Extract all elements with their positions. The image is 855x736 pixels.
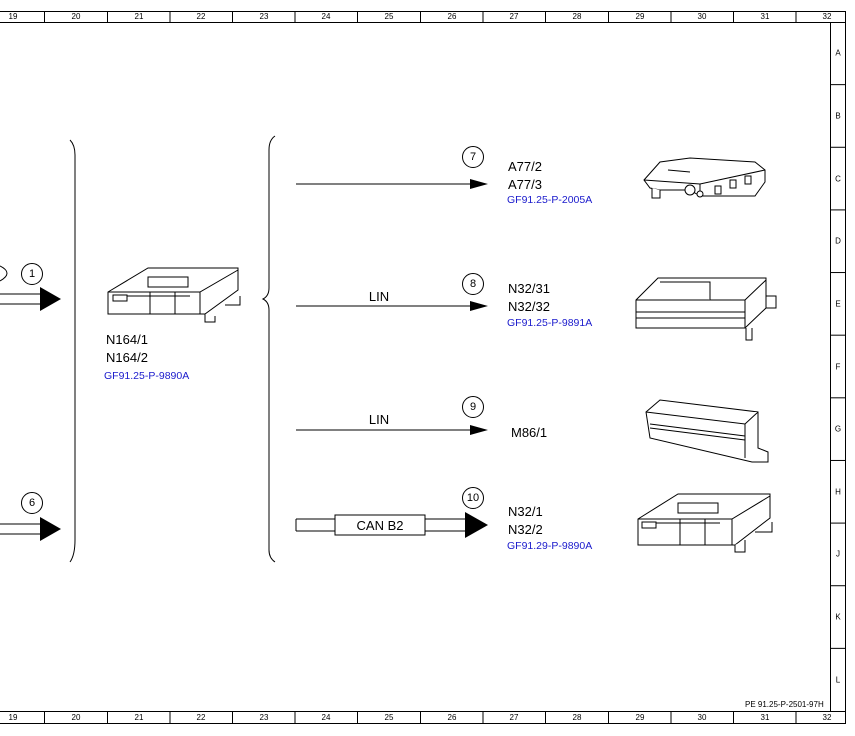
- output-wire-8: [296, 301, 488, 311]
- column-label-bottom: 30: [697, 713, 707, 722]
- column-label-top: 19: [8, 12, 18, 21]
- row-label: E: [835, 299, 841, 309]
- column-label-bottom: 26: [447, 713, 457, 722]
- source-module-code-1: N164/1: [106, 332, 148, 347]
- row-label: G: [834, 424, 842, 434]
- source-module-ref-link[interactable]: GF91.25-P-9890A: [104, 370, 190, 382]
- input-marker-6[interactable]: 6: [21, 492, 43, 514]
- column-label-top: 27: [509, 12, 519, 21]
- output-10-code-1: N32/1: [508, 504, 543, 519]
- column-label-top: 31: [760, 12, 770, 21]
- output-8-code-1: N32/31: [508, 281, 550, 296]
- column-label-bottom: 23: [259, 713, 269, 722]
- output-marker-8[interactable]: 8: [462, 273, 484, 295]
- output-10-wire-label: CAN B2: [356, 518, 404, 533]
- output-wire-9: [296, 425, 488, 435]
- column-label-bottom: 21: [134, 713, 144, 722]
- output-marker-9[interactable]: 9: [462, 396, 484, 418]
- component-a77-drawing: [643, 157, 766, 199]
- component-n32-31-drawing: [635, 277, 777, 341]
- input-marker-1[interactable]: 1: [21, 263, 43, 285]
- input-arrow-1: [0, 265, 61, 311]
- column-label-bottom: 27: [509, 713, 519, 722]
- column-label-top: 25: [384, 12, 394, 21]
- row-label: D: [835, 236, 841, 246]
- output-9-wire-label: LIN: [368, 412, 390, 427]
- column-label-bottom: 20: [71, 713, 81, 722]
- output-10-code-2: N32/2: [508, 522, 543, 537]
- column-label-top: 29: [635, 12, 645, 21]
- column-label-top: 20: [71, 12, 81, 21]
- column-label-top: 26: [447, 12, 457, 21]
- row-label: H: [835, 487, 841, 497]
- column-label-bottom: 19: [8, 713, 18, 722]
- output-10-ref-link[interactable]: GF91.29-P-9890A: [507, 540, 593, 552]
- column-label-bottom: 28: [572, 713, 582, 722]
- column-label-top: 23: [259, 12, 269, 21]
- output-7-code-2: A77/3: [508, 177, 542, 192]
- output-wire-7: [296, 179, 488, 189]
- column-label-bottom: 22: [196, 713, 206, 722]
- output-marker-10[interactable]: 10: [462, 487, 484, 509]
- output-marker-7[interactable]: 7: [462, 146, 484, 168]
- column-label-top: 24: [321, 12, 331, 21]
- input-arrow-6: [0, 517, 61, 541]
- column-label-top: 21: [134, 12, 144, 21]
- row-label: B: [835, 111, 841, 121]
- output-wire-10: [295, 512, 488, 538]
- component-n32-1-drawing: [637, 493, 773, 553]
- column-label-bottom: 25: [384, 713, 394, 722]
- output-8-wire-label: LIN: [368, 289, 390, 304]
- output-7-ref-link[interactable]: GF91.25-P-2005A: [507, 194, 593, 206]
- column-label-top: 28: [572, 12, 582, 21]
- source-module-drawing: [107, 267, 241, 323]
- column-label-bottom: 29: [635, 713, 645, 722]
- source-module-code-2: N164/2: [106, 350, 148, 365]
- row-label: J: [836, 549, 840, 559]
- document-id: PE 91.25-P-2501-97H: [745, 700, 824, 709]
- column-label-top: 30: [697, 12, 707, 21]
- column-label-bottom: 32: [822, 713, 832, 722]
- output-9-code-1: M86/1: [511, 425, 548, 440]
- left-brace: [69, 139, 76, 563]
- row-label: L: [835, 675, 841, 685]
- row-label: C: [835, 174, 841, 184]
- component-m86-1-drawing: [645, 399, 769, 463]
- right-brace: [261, 135, 276, 563]
- column-label-bottom: 31: [760, 713, 770, 722]
- output-8-ref-link[interactable]: GF91.25-P-9891A: [507, 317, 593, 329]
- column-label-bottom: 24: [321, 713, 331, 722]
- output-7-code-1: A77/2: [508, 159, 542, 174]
- row-label: F: [835, 362, 841, 371]
- row-label: A: [835, 48, 841, 58]
- column-label-top: 32: [822, 12, 832, 21]
- row-label: K: [835, 612, 841, 622]
- column-label-top: 22: [196, 12, 206, 21]
- diagram-frame: [0, 11, 846, 724]
- output-8-code-2: N32/32: [508, 299, 550, 314]
